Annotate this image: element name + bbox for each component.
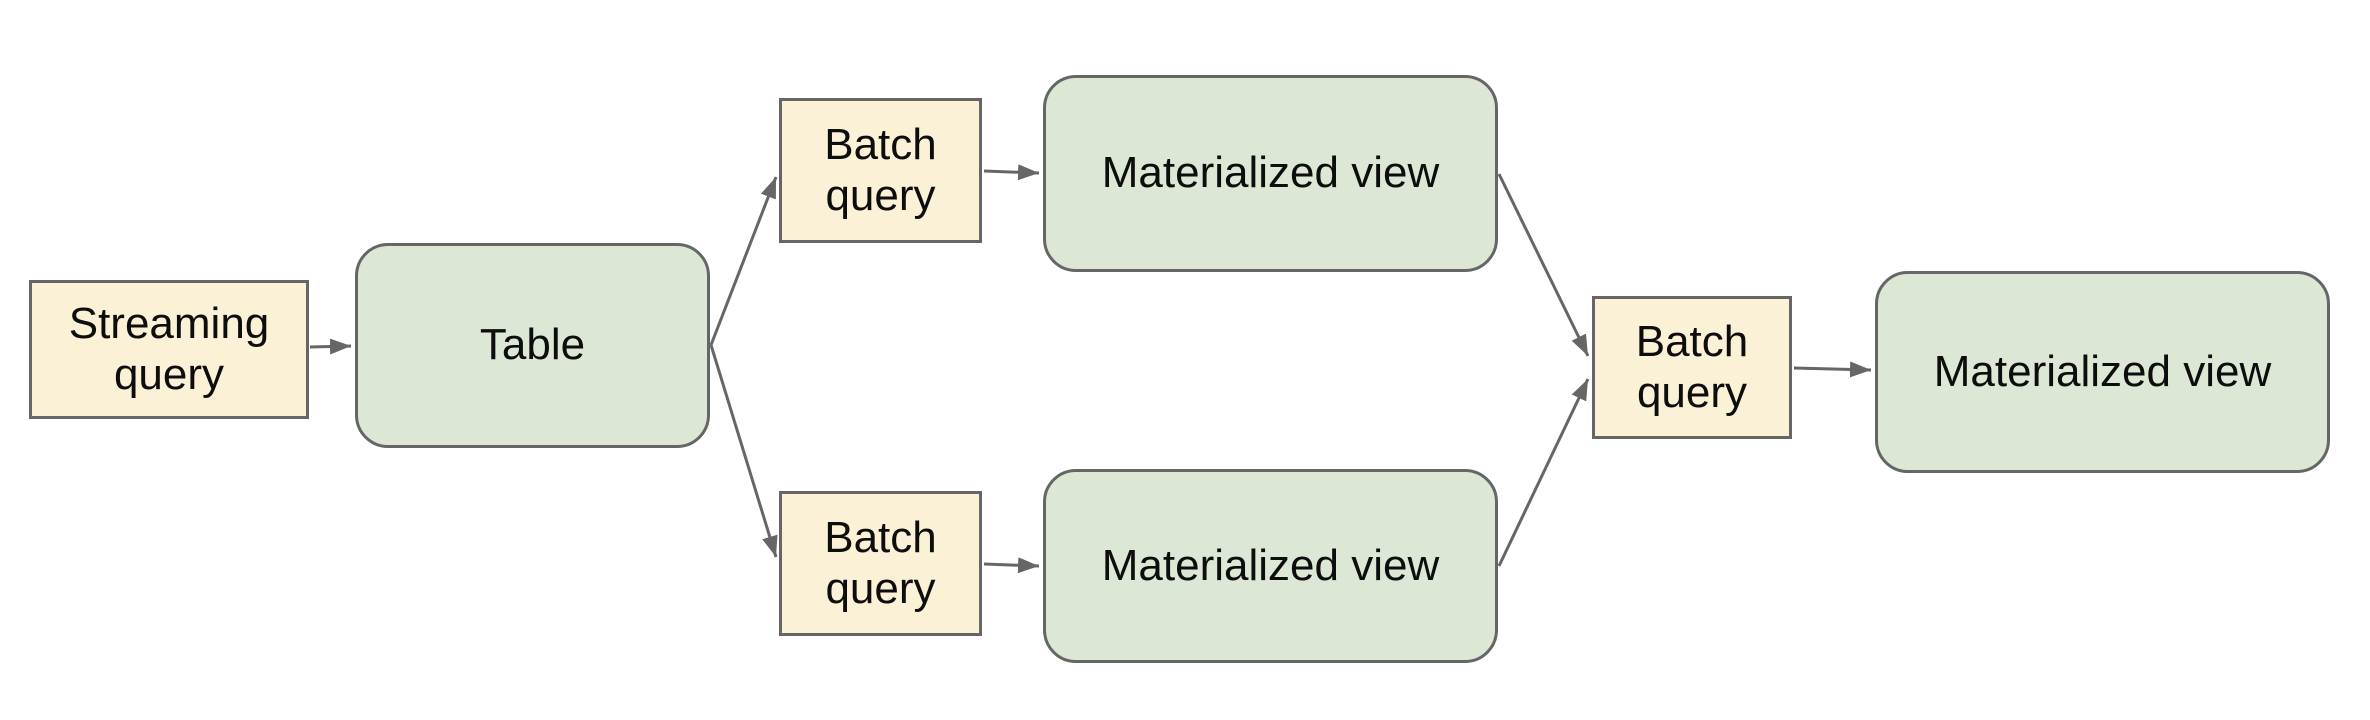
edge-mv-top-to-batch-query-right: [1497, 173, 1590, 357]
node-materialized-view-right: Materialized view: [1875, 271, 2330, 473]
edge-batch-query-right-to-mv-right: [1793, 361, 1872, 378]
edge-table-to-batch-query-bottom: [709, 344, 778, 558]
node-batch-query-right: Batch query: [1592, 296, 1792, 439]
node-materialized-view-top-label: Materialized view: [1101, 148, 1440, 198]
node-materialized-view-bottom: Materialized view: [1043, 469, 1498, 663]
node-batch-query-top: Batch query: [779, 98, 982, 243]
node-materialized-view-top: Materialized view: [1043, 75, 1498, 272]
node-streaming-query: Streaming query: [29, 280, 309, 419]
node-batch-query-right-label: Batch query: [1635, 316, 1749, 417]
edge-batch-query-bottom-to-mv-bottom: [983, 557, 1040, 574]
node-streaming-query-label: Streaming query: [68, 298, 270, 399]
node-materialized-view-bottom-label: Materialized view: [1101, 540, 1440, 590]
node-batch-query-bottom: Batch query: [779, 491, 982, 636]
edge-streaming-query-to-table: [309, 338, 352, 355]
node-table: Table: [355, 243, 710, 448]
edge-table-to-batch-query-top: [709, 176, 778, 346]
edge-batch-query-top-to-mv-top: [983, 164, 1040, 181]
node-batch-query-top-label: Batch query: [824, 119, 937, 220]
node-table-label: Table: [479, 320, 586, 370]
node-batch-query-bottom-label: Batch query: [824, 512, 937, 613]
node-materialized-view-right-label: Materialized view: [1933, 346, 2272, 396]
edge-mv-bottom-to-batch-query-right: [1497, 378, 1590, 567]
